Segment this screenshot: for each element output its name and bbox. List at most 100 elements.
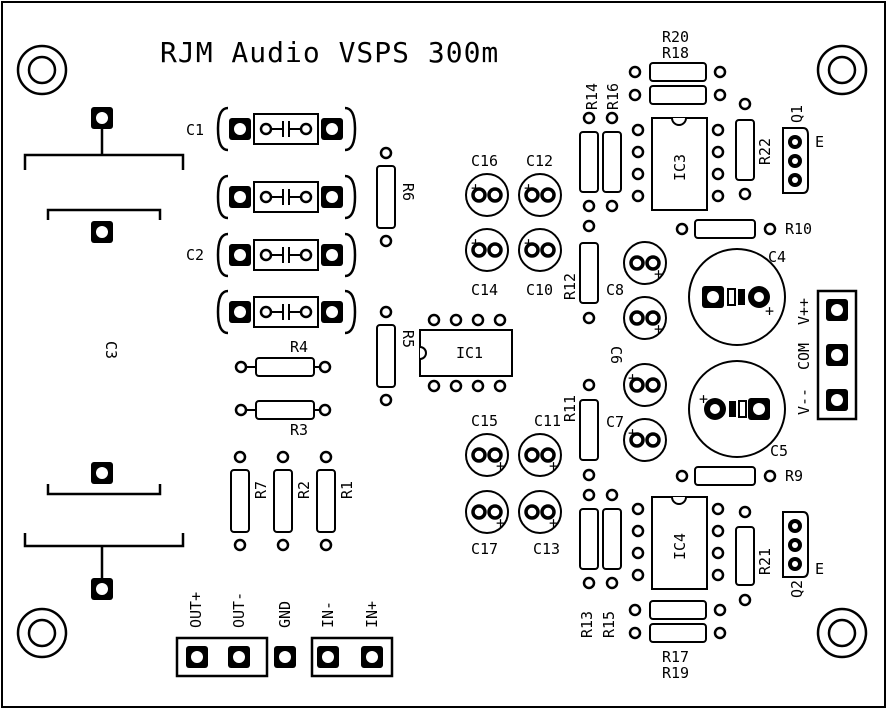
resistor-r10 [675, 219, 777, 239]
mounting-hole-br [816, 607, 868, 659]
svg-text:+: + [699, 390, 708, 408]
ic4 [631, 496, 725, 590]
resistor-r3 [234, 400, 332, 420]
svg-text:+: + [628, 424, 637, 442]
capacitor-c12: + [517, 172, 563, 218]
c8-label: C8 [606, 281, 624, 299]
capacitor-c7: + [622, 417, 668, 463]
capacitor-c8: + [622, 295, 668, 341]
svg-text:+: + [549, 514, 558, 532]
resistor-r12 [579, 219, 599, 325]
r16-label: R16 [604, 83, 622, 110]
svg-text:+: + [524, 234, 533, 252]
out-minus-label: OUT- [230, 592, 248, 628]
c1-label: C1 [186, 121, 204, 139]
film-capacitor-row-1 [216, 106, 357, 152]
svg-text:+: + [496, 514, 505, 532]
resistor-r7 [230, 450, 250, 552]
c17-label: C17 [471, 540, 498, 558]
c7-label: C7 [606, 413, 624, 431]
r20-label: R20 [662, 28, 689, 46]
r2-label: R2 [295, 481, 313, 499]
r17-label: R17 [662, 648, 689, 666]
transistor-q2 [782, 511, 809, 578]
r22-label: R22 [756, 138, 774, 165]
in-minus-label: IN- [319, 601, 337, 628]
com-label: COM [795, 343, 813, 370]
capacitor-c4: + [688, 248, 786, 346]
capacitor-c13: + [517, 489, 563, 535]
ic1-label: IC1 [456, 344, 483, 362]
resistor-r14 [579, 111, 599, 213]
svg-text:+: + [654, 265, 663, 283]
c2-label: C2 [186, 246, 204, 264]
transistor-q1 [782, 127, 809, 194]
r14-label: R14 [583, 83, 601, 110]
resistor-r1 [316, 450, 336, 552]
resistor-r22 [735, 97, 755, 201]
r1-label: R1 [338, 481, 356, 499]
r7-label: R7 [252, 481, 270, 499]
resistor-r6 [376, 146, 396, 248]
resistor-r17 [628, 600, 727, 620]
film-capacitor-row-4 [216, 289, 357, 335]
out-plus-label: OUT+ [187, 592, 205, 628]
resistor-r19 [628, 623, 727, 643]
power-connector [816, 289, 858, 421]
capacitor-c17: + [464, 489, 510, 535]
c13-label: C13 [533, 540, 560, 558]
resistor-r5 [376, 305, 396, 407]
resistor-r4 [234, 357, 332, 377]
r4-label: R4 [290, 338, 308, 356]
c10-label: C10 [526, 281, 553, 299]
film-capacitor-row-3 [216, 232, 357, 278]
q1-emitter-label: E [815, 133, 824, 151]
film-capacitor-row-2 [216, 174, 357, 220]
c6-label: C6 [607, 346, 625, 364]
ic3-label: IC3 [671, 154, 689, 181]
io-connector [175, 636, 394, 678]
svg-text:+: + [765, 302, 774, 320]
capacitor-c3: C3 [23, 107, 185, 600]
svg-text:+: + [471, 234, 480, 252]
svg-text:+: + [496, 457, 505, 475]
svg-text:+: + [654, 320, 663, 338]
svg-text:+: + [471, 179, 480, 197]
c11-label: C11 [534, 412, 561, 430]
r12-label: R12 [561, 273, 579, 300]
vmm-label: V-- [795, 388, 813, 415]
resistor-r9 [675, 466, 777, 486]
resistor-r16 [602, 111, 622, 213]
gnd-label: GND [276, 601, 294, 628]
in-plus-label: IN+ [363, 601, 381, 628]
r10-label: R10 [785, 220, 812, 238]
r15-label: R15 [600, 611, 618, 638]
resistor-r20 [628, 85, 727, 105]
capacitor-c11: + [517, 432, 563, 478]
resistor-r2 [273, 450, 293, 552]
capacitor-c8-top: + [622, 240, 668, 286]
c14-label: C14 [471, 281, 498, 299]
r18-label: R18 [662, 44, 689, 62]
capacitor-c5: + [688, 360, 786, 458]
resistor-r13 [579, 488, 599, 590]
r5-label: R5 [399, 330, 417, 348]
resistor-r21 [735, 505, 755, 607]
c3-label: C3 [102, 341, 120, 359]
r6-label: R6 [399, 183, 417, 201]
svg-text:+: + [549, 457, 558, 475]
ic4-label: IC4 [671, 533, 689, 560]
resistor-r18 [628, 62, 727, 82]
r21-label: R21 [756, 548, 774, 575]
c5-label: C5 [770, 442, 788, 460]
c16-label: C16 [471, 152, 498, 170]
svg-text:+: + [628, 369, 637, 387]
r13-label: R13 [578, 611, 596, 638]
mounting-hole-tr [816, 44, 868, 96]
r3-label: R3 [290, 421, 308, 439]
q1-label: Q1 [788, 105, 806, 123]
c4-label: C4 [768, 248, 786, 266]
capacitor-c10: + [517, 227, 563, 273]
board-title: RJM Audio VSPS 300m [160, 36, 499, 69]
